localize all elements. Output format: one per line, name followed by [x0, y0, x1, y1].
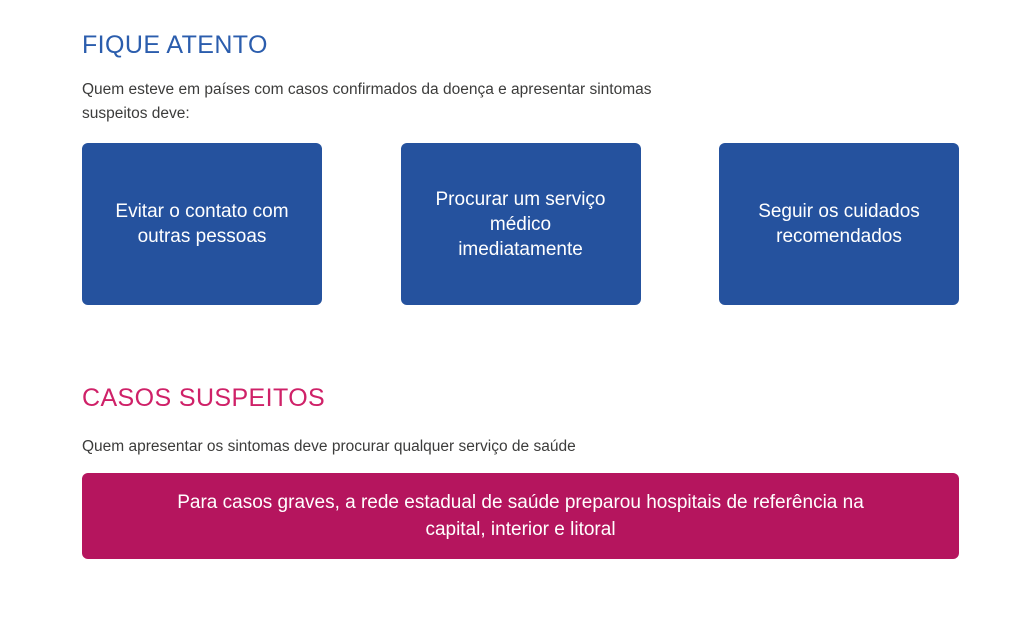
section-heading-casos-suspeitos: CASOS SUSPEITOS [82, 384, 326, 412]
advice-card-label: Seguir os cuidados recomendados [758, 201, 920, 247]
section-body-casos-suspeitos: Quem apresentar os sintomas deve procura… [82, 438, 576, 455]
advice-card-servico-medico[interactable]: Procurar um serviço médico imediatamente [400, 143, 641, 305]
advice-card-evitar-contato[interactable]: Evitar o contato com outras pessoas [82, 143, 322, 305]
banner-label: Para casos graves, a rede estadual de sa… [177, 492, 864, 540]
section-casos-suspeitos: CASOS SUSPEITOS Quem apresentar os sinto… [82, 383, 959, 459]
advice-card-row: Evitar o contato com outras pessoas Proc… [82, 143, 959, 305]
advice-card-label: Evitar o contato com outras pessoas [115, 201, 289, 247]
advice-card-cuidados-recomendados[interactable]: Seguir os cuidados recomendados [719, 143, 959, 305]
section-heading-fique-atento: FIQUE ATENTO [82, 31, 268, 59]
advice-card-label: Procurar um serviço médico imediatamente [435, 188, 606, 260]
section-body-fique-atento: Quem esteve em países com casos confirma… [82, 81, 652, 122]
hospitais-referencia-banner[interactable]: Para casos graves, a rede estadual de sa… [82, 473, 959, 559]
section-fique-atento: FIQUE ATENTO Quem esteve em países com c… [82, 30, 959, 126]
